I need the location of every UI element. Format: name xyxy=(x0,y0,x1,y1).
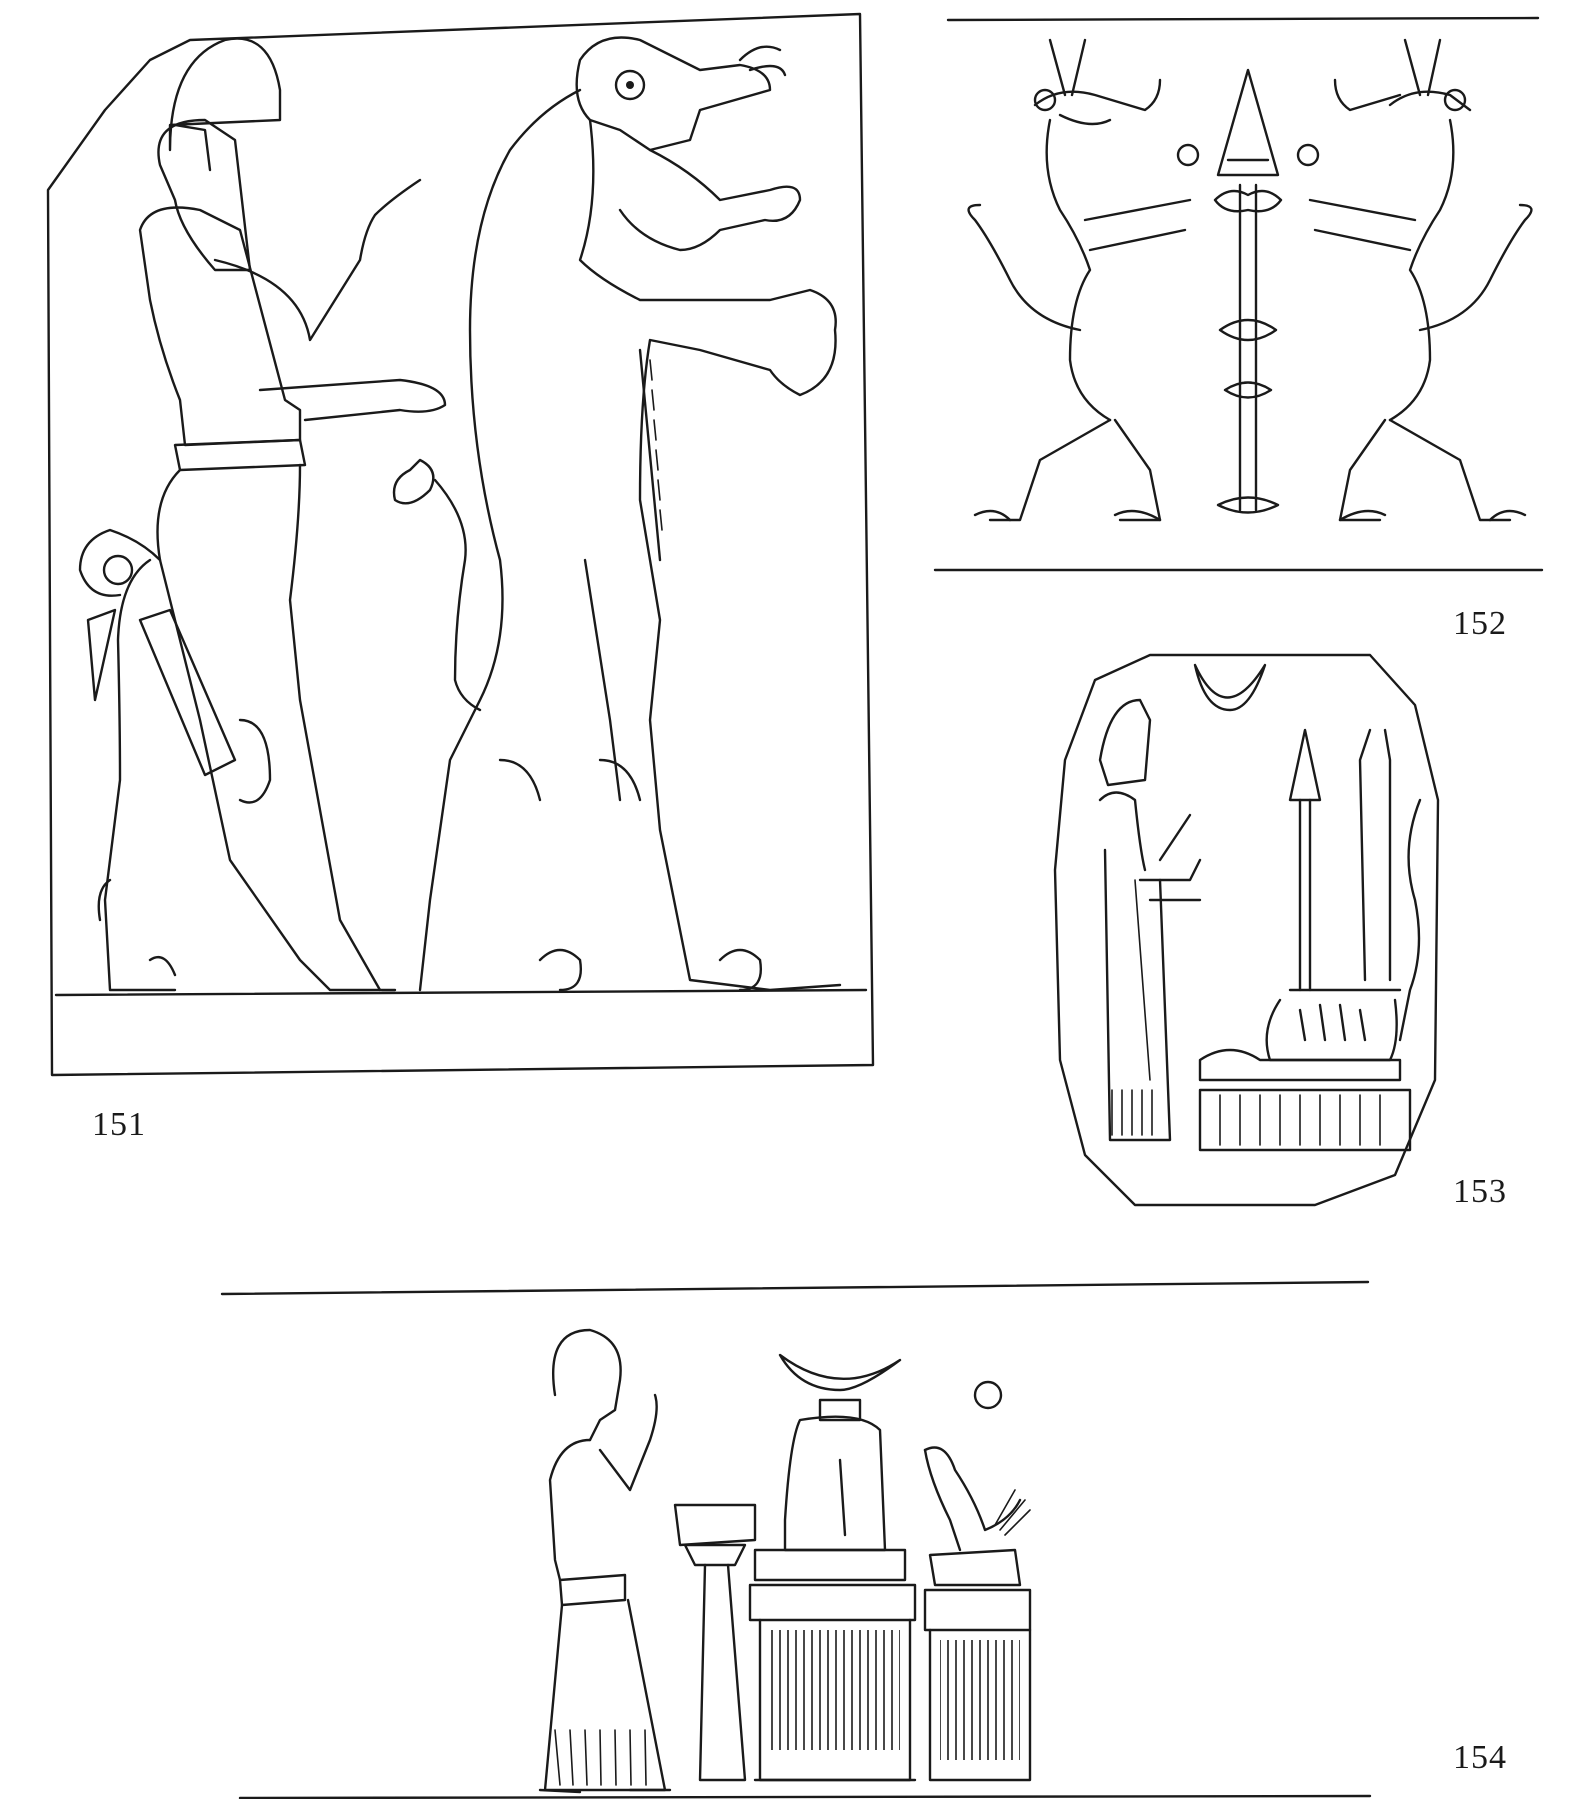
figure-number-151: 151 xyxy=(92,1106,146,1143)
seal-154-top-border xyxy=(220,1280,1370,1296)
figure-151-relief xyxy=(46,12,875,1077)
standing-worshipper xyxy=(538,1328,672,1794)
rampant-creature-right xyxy=(1308,38,1533,522)
figure-number-152: 152 xyxy=(1453,605,1507,642)
rampant-creature-left xyxy=(967,38,1192,522)
bird-on-pedestal xyxy=(923,1446,1032,1782)
mushhushshu-dragon xyxy=(1265,798,1422,1062)
seal-154-bottom-border xyxy=(238,1794,1372,1800)
altar-base xyxy=(1198,1048,1412,1152)
incense-stand xyxy=(673,1503,757,1782)
relief-panel-outline xyxy=(46,12,875,1077)
crescent xyxy=(1193,663,1267,712)
figure-154-seal xyxy=(220,1280,1372,1800)
central-standard xyxy=(1176,68,1320,514)
sun-disc xyxy=(973,1380,1003,1410)
figure-number-154: 154 xyxy=(1453,1739,1507,1776)
relief-ground-line xyxy=(54,988,868,997)
seal-153-outline xyxy=(1053,653,1440,1207)
worshipper-figure xyxy=(1098,698,1202,1142)
crescent-on-pedestal xyxy=(748,1353,917,1782)
dragon-figure xyxy=(392,36,842,992)
figure-152-seal xyxy=(933,16,1544,572)
bearded-man-figure xyxy=(78,37,447,992)
spade-and-stylus-symbols xyxy=(1288,728,1402,992)
figure-number-153: 153 xyxy=(1453,1173,1507,1210)
figure-153-seal xyxy=(1053,653,1440,1207)
seal-152-top-border xyxy=(946,16,1540,22)
